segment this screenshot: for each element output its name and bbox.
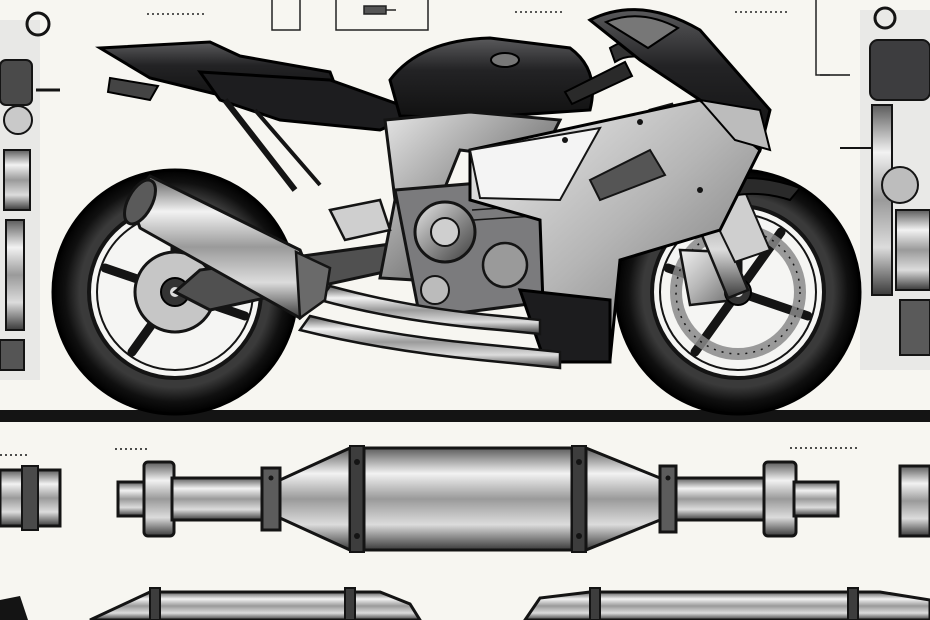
engine-detail-left xyxy=(0,11,60,380)
seat xyxy=(196,70,425,132)
foot-peg-bracket xyxy=(328,198,392,242)
tail-section xyxy=(95,40,425,192)
windscreen xyxy=(603,15,680,50)
side-fairing xyxy=(468,98,762,364)
detail-callout-boxes xyxy=(147,0,830,76)
fuel-tank xyxy=(388,36,594,120)
fairing-vent xyxy=(468,126,602,202)
front-nose xyxy=(587,8,772,153)
exhaust-muffler-assembly xyxy=(0,445,930,553)
bottom-exhaust-parts xyxy=(0,587,930,620)
engine-detail-right xyxy=(820,6,930,370)
ground-line xyxy=(0,410,930,422)
headlight xyxy=(697,98,772,152)
sport-motorcycle xyxy=(0,8,930,422)
tail-light xyxy=(106,76,160,102)
muffler xyxy=(123,174,332,321)
exhaust-headers xyxy=(297,284,562,370)
fuel-cap xyxy=(490,52,520,68)
